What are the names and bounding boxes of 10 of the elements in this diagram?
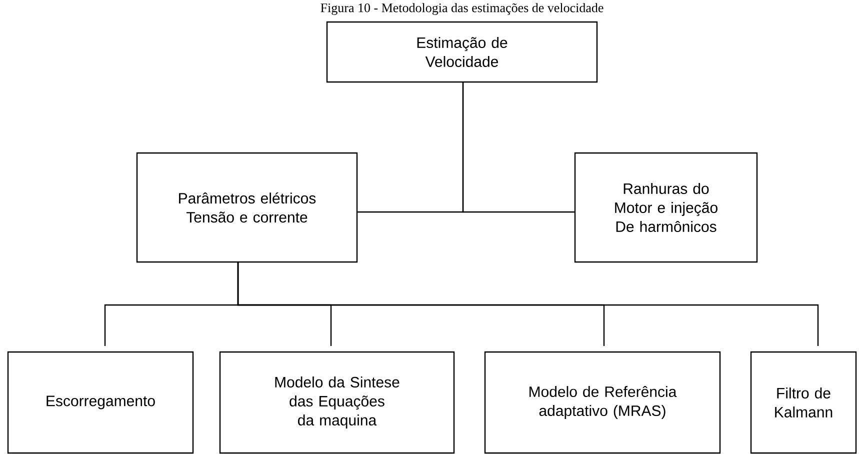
process-box: Modelo da Sintese das Equações da maquina	[219, 351, 455, 454]
process-box: Estimação de Velocidade	[326, 21, 598, 83]
connector-line	[462, 82, 574, 213]
process-box: Ranhuras do Motor e injeção De harmônicos	[574, 152, 758, 263]
process-box: Filtro de Kalmann	[750, 351, 857, 454]
process-box: Parâmetros elétricos Tensão e corrente	[136, 152, 358, 263]
connector-line	[237, 262, 819, 346]
figure-title: Figura 10 - Metodologia das estimações de velocidade	[320, 3, 604, 15]
process-box: Escorregamento	[7, 351, 194, 454]
process-box: Modelo de Referência adaptativo (MRAS)	[484, 351, 721, 454]
